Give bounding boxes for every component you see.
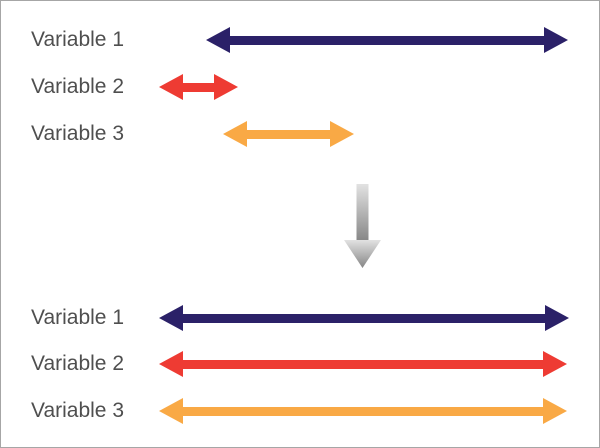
- arrow-left-head-icon: [159, 305, 183, 331]
- range-arrow: [223, 121, 354, 147]
- variable-label: Variable 3: [31, 399, 125, 422]
- variable-row: Variable 2: [1, 350, 599, 378]
- arrow-left-head-icon: [159, 398, 183, 424]
- arrow-left-head-icon: [223, 121, 247, 147]
- variable-label: Variable 1: [31, 306, 125, 329]
- transform-down-arrow-icon: [344, 184, 381, 268]
- range-arrow: [159, 351, 567, 377]
- arrow-left-head-icon: [159, 351, 183, 377]
- range-arrow: [159, 74, 238, 100]
- arrow-right-head-icon: [543, 398, 567, 424]
- range-arrow: [159, 398, 567, 424]
- variable-row: Variable 3: [1, 397, 599, 425]
- arrow-shaft: [182, 359, 544, 369]
- variable-row: Variable 3: [1, 120, 599, 148]
- arrow-left-head-icon: [159, 74, 183, 100]
- arrow-shaft: [182, 406, 544, 416]
- variable-label: Variable 2: [31, 352, 125, 375]
- variable-label: Variable 2: [31, 75, 125, 98]
- arrow-shaft: [246, 129, 331, 139]
- arrow-right-head-icon: [544, 27, 568, 53]
- variable-row: Variable 1: [1, 26, 599, 54]
- variable-label: Variable 1: [31, 28, 125, 51]
- range-arrow: [206, 27, 568, 53]
- variable-row: Variable 2: [1, 73, 599, 101]
- arrow-shaft: [182, 313, 546, 323]
- arrow-right-head-icon: [545, 305, 569, 331]
- arrow-left-head-icon: [206, 27, 230, 53]
- variable-label: Variable 3: [31, 122, 125, 145]
- arrow-shaft: [182, 82, 215, 92]
- arrow-right-head-icon: [214, 74, 238, 100]
- variable-row: Variable 1: [1, 304, 599, 332]
- arrow-right-head-icon: [543, 351, 567, 377]
- arrow-right-head-icon: [330, 121, 354, 147]
- arrow-shaft: [229, 35, 545, 45]
- range-arrow: [159, 305, 569, 331]
